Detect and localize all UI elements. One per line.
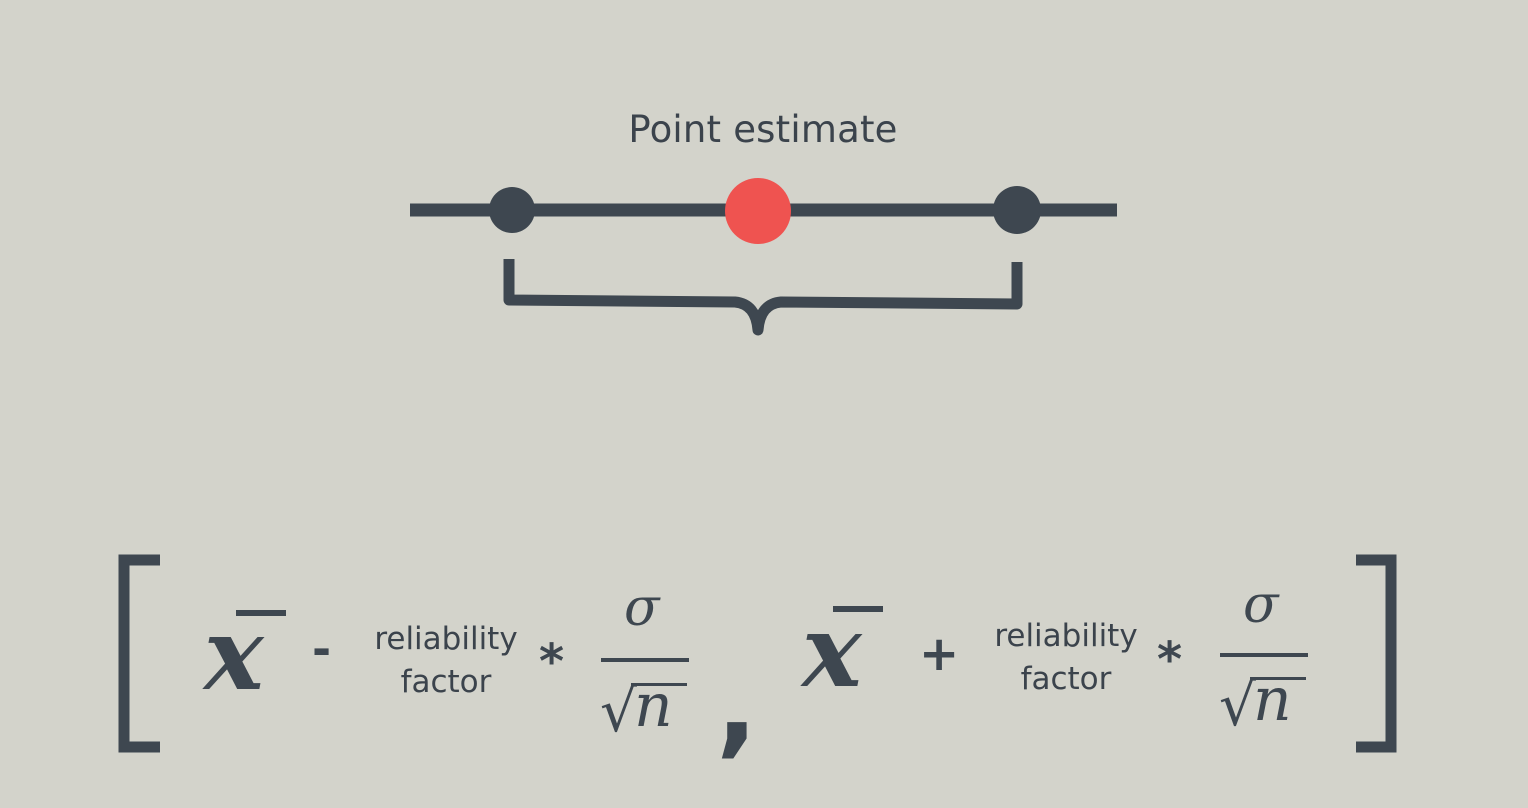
sample-mean-bar-left (236, 610, 286, 616)
sample-mean-symbol-left: x (204, 595, 264, 713)
point-estimate-label: Point estimate (628, 108, 898, 151)
sqrt-symbol-left: √ (600, 677, 637, 745)
sample-mean-bar-right (833, 606, 883, 612)
reliability-factor-right: reliability factor (986, 615, 1146, 701)
interval-brace (503, 259, 1023, 336)
sqrt-bar-left (631, 683, 687, 686)
sqrt-symbol-right: √ (1219, 671, 1256, 739)
sigma-symbol-right: σ (1243, 575, 1279, 635)
left-square-bracket (118, 554, 160, 753)
right-square-bracket (1356, 554, 1397, 753)
multiply-operator-right: * (1157, 632, 1183, 688)
fraction-line-right (1220, 653, 1308, 657)
reliability-factor-left: reliability factor (366, 618, 526, 704)
sigma-symbol-left: σ (624, 578, 660, 638)
sqrt-bar-right (1250, 677, 1306, 680)
multiply-operator-left: * (539, 634, 565, 690)
reliability-line2-right: factor (1020, 661, 1112, 697)
interval-separator: , (716, 641, 758, 769)
lower-bound-dot (489, 187, 535, 233)
reliability-line2-left: factor (400, 664, 492, 700)
sample-mean-symbol-right: x (802, 592, 862, 710)
plus-operator: + (919, 626, 960, 682)
reliability-line1-right: reliability (994, 618, 1138, 654)
minus-operator: - (312, 622, 332, 676)
fraction-line-left (601, 658, 689, 662)
n-symbol-right: n (1253, 665, 1292, 735)
upper-bound-dot (993, 186, 1041, 234)
n-symbol-left: n (634, 671, 673, 741)
reliability-line1-left: reliability (374, 621, 518, 657)
point-estimate-dot (725, 178, 791, 244)
